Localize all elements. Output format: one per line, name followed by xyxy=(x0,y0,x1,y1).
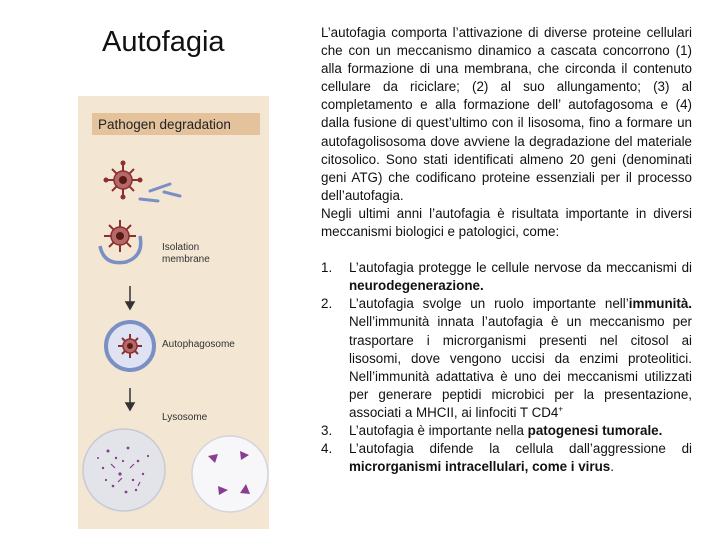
numbered-list: 1. L’autofagia protegge le cellule nervos… xyxy=(321,259,692,476)
autophagy-figure: Pathogen degradation Isolation membrane xyxy=(78,96,269,529)
list-bold-text: microrganismi intracellulari, come i vir… xyxy=(349,459,611,475)
lysosome-icon xyxy=(82,428,269,513)
figure-heading: Pathogen degradation xyxy=(98,117,231,132)
intro-paragraph: L’autofagia comporta l’attivazione di di… xyxy=(321,25,692,203)
body-text: L’autofagia comporta l’attivazione di di… xyxy=(321,24,692,476)
list-bold-text: immunità. xyxy=(628,296,692,312)
pathogen-icon xyxy=(103,160,143,200)
list-text: L’autofagia svolge un ruolo importante n… xyxy=(349,296,629,312)
label-isolation: Isolation xyxy=(162,242,199,253)
list-item: 1. L’autofagia protegge le cellule nervos… xyxy=(321,259,692,295)
list-number: 2. xyxy=(321,296,333,312)
list-text-end: Nell’immunità innata l’autofagia è un me… xyxy=(349,314,692,420)
list-bold-text: neurodegenerazione. xyxy=(349,278,484,294)
isolation-membrane-icon xyxy=(98,235,143,265)
membrane-fragment-icon xyxy=(138,182,182,203)
label-autophagosome: Autophagosome xyxy=(162,339,235,350)
list-bold-text: patogenesi tumorale. xyxy=(527,422,663,438)
autophagosome-icon xyxy=(104,320,156,372)
superscript: + xyxy=(558,404,564,414)
arrow-down-icon xyxy=(124,286,136,311)
list-item: 3. L’autofagia è importante nella patogen… xyxy=(321,422,692,440)
list-number: 4. xyxy=(321,441,333,457)
list-number: 3. xyxy=(321,422,333,438)
list-number: 1. xyxy=(321,260,333,276)
list-item: 4. L’autofagia difende la cellula dall’ag… xyxy=(321,440,692,476)
label-lysosome: Lysosome xyxy=(162,412,208,423)
list-item: 2. L’autofagia svolge un ruolo importante… xyxy=(321,295,692,422)
pathogen-icon xyxy=(104,220,136,252)
label-membrane: membrane xyxy=(162,254,210,265)
intro-paragraph-2: Negli ultimi anni l’autofagia è risultat… xyxy=(321,205,692,240)
arrow-down-icon xyxy=(124,388,136,412)
paragraph-spacer xyxy=(321,241,692,259)
page-title: Autofagia xyxy=(102,26,225,58)
list-text: L’autofagia è importante nella xyxy=(349,422,528,438)
list-text-end: . xyxy=(610,459,614,475)
list-text: L’autofagia protegge le cellule nervose … xyxy=(349,260,692,276)
figure-heading-bar xyxy=(92,113,260,135)
list-text: L’autofagia difende la cellula dall’aggr… xyxy=(349,441,692,457)
